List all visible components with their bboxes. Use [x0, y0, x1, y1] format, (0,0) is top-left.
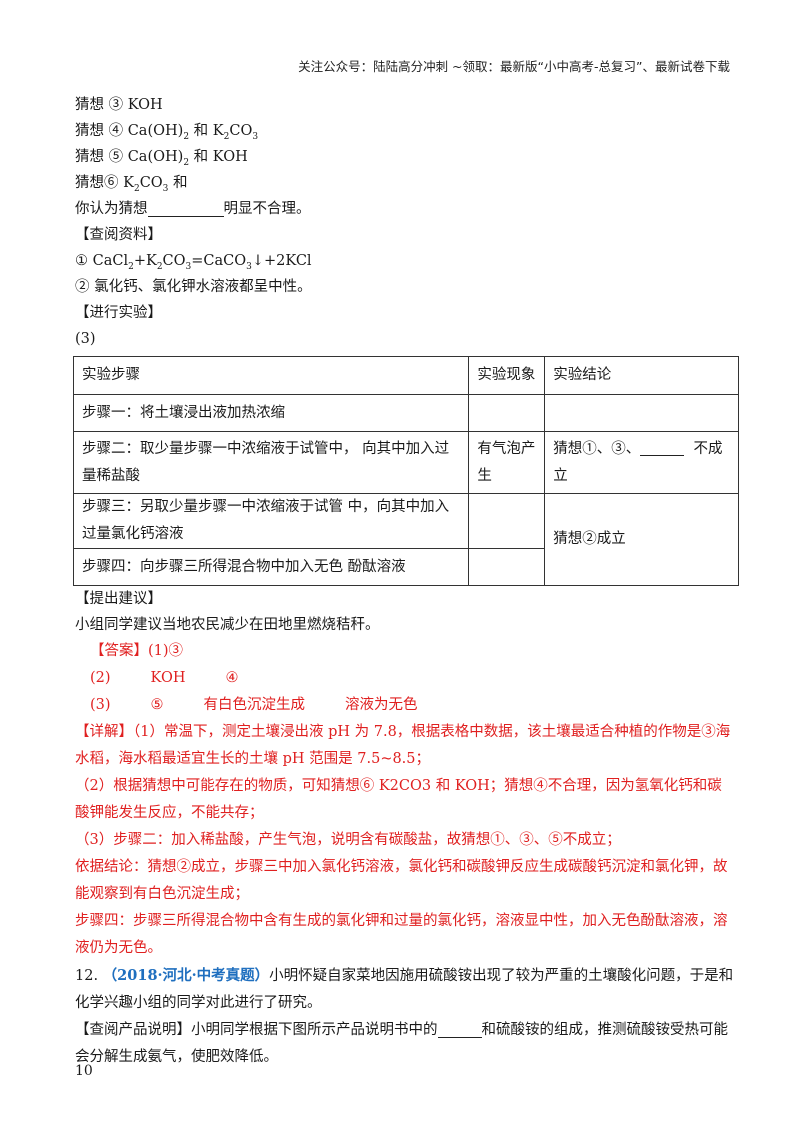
step-2-conclusion: 猜想①、③、 不成立: [544, 431, 739, 494]
suggestion-text: 小组同学建议当地农民减少在田地里燃烧秸秆。: [75, 617, 380, 633]
section-experiment: 【进行实验】: [75, 305, 162, 321]
header-phenomenon: 实验现象: [468, 356, 546, 395]
guess-4: 猜想 ④ Ca(OH)2 和 K2CO3: [75, 123, 259, 142]
answer-blank: [147, 202, 224, 217]
question-unreasonable: 你认为猜想明显不合理。: [75, 201, 311, 217]
step-1-phenomenon: [468, 394, 546, 432]
experiment-table: 实验步骤 实验现象 实验结论 步骤一：将土壤浸出液加热浓缩 步骤二：取少量步骤一…: [72, 356, 739, 586]
step-1: 步骤一：将土壤浸出液加热浓缩: [72, 394, 470, 432]
detail-p4: 依据结论：猜想②成立，步骤三中加入氯化钙溶液，氯化钙和碳酸钾反应生成碳酸钙沉淀和…: [75, 859, 728, 902]
guess-6: 猜想⑥ K2CO3 和: [75, 175, 188, 194]
reference-1: ① CaCl2+K2CO3=CaCO3↓+2KCl: [75, 253, 312, 272]
step-3: 步骤三：另取少量步骤一中浓缩液于试管 中，向其中加入过量氯化钙溶液: [72, 493, 470, 549]
question-12: 12. （2018·河北·中考真题）小明怀疑自家菜地因施用硫酸铵出现了较为严重的…: [75, 967, 734, 1011]
guess-5: 猜想 ⑤ Ca(OH)2 和 KOH: [75, 149, 248, 168]
page-number: 10: [75, 1063, 93, 1079]
step-2-phenomenon: 有气泡产生: [468, 431, 546, 494]
guess-3: 猜想 ③ KOH: [75, 97, 163, 113]
detail-p5: 步骤四：步骤三所得混合物中含有生成的氯化钾和过量的氯化钙，溶液显中性，加入无色酚…: [75, 913, 728, 956]
step-2: 步骤二：取少量步骤一中浓缩液于试管中， 向其中加入过量稀盐酸: [72, 431, 470, 494]
answer-1: 【答案】(1)③: [90, 643, 184, 659]
detail-p1: 【详解】（1）常温下，测定土壤浸出液 pH 为 7.8，根据表格中数据，该土壤最…: [75, 724, 731, 767]
step-34-conclusion: 猜想②成立: [544, 493, 739, 586]
section-suggestion: 【提出建议】: [75, 591, 162, 607]
answer-blank: [640, 441, 685, 456]
detail-p3: （3）步骤二：加入稀盐酸，产生气泡，说明含有碳酸盐，故猜想①、③、⑤不成立；: [75, 832, 621, 848]
header-steps: 实验步骤: [72, 356, 470, 395]
part-3-label: (3): [75, 331, 96, 347]
document-body: 猜想 ③ KOH 猜想 ④ Ca(OH)2 和 K2CO3 猜想 ⑤ Ca(OH…: [72, 92, 739, 1071]
step-1-conclusion: [544, 394, 739, 432]
step-3-phenomenon: [468, 493, 546, 549]
step-4: 步骤四：向步骤三所得混合物中加入无色 酚酞溶液: [72, 548, 470, 586]
answer-blank: [437, 1023, 482, 1038]
header-conclusion: 实验结论: [544, 356, 739, 395]
question-source: （2018·河北·中考真题）: [102, 967, 270, 984]
step-4-phenomenon: [468, 548, 546, 586]
section-reference: 【查阅资料】: [75, 227, 162, 243]
reference-2: ② 氯化钙、氯化钾水溶液都呈中性。: [75, 279, 312, 295]
page-header: 关注公众号：陆陆高分冲刺 ~领取：最新版“小中高考-总复习”、最新试卷下载: [298, 59, 730, 74]
detail-p2: （2）根据猜想中可能存在的物质，可知猜想⑥ K2CO3 和 KOH；猜想④不合理…: [75, 778, 722, 821]
product-info: 【查阅产品说明】小明同学根据下图所示产品说明书中的和硫酸铵的组成，推测硫酸铵受热…: [75, 1022, 728, 1065]
